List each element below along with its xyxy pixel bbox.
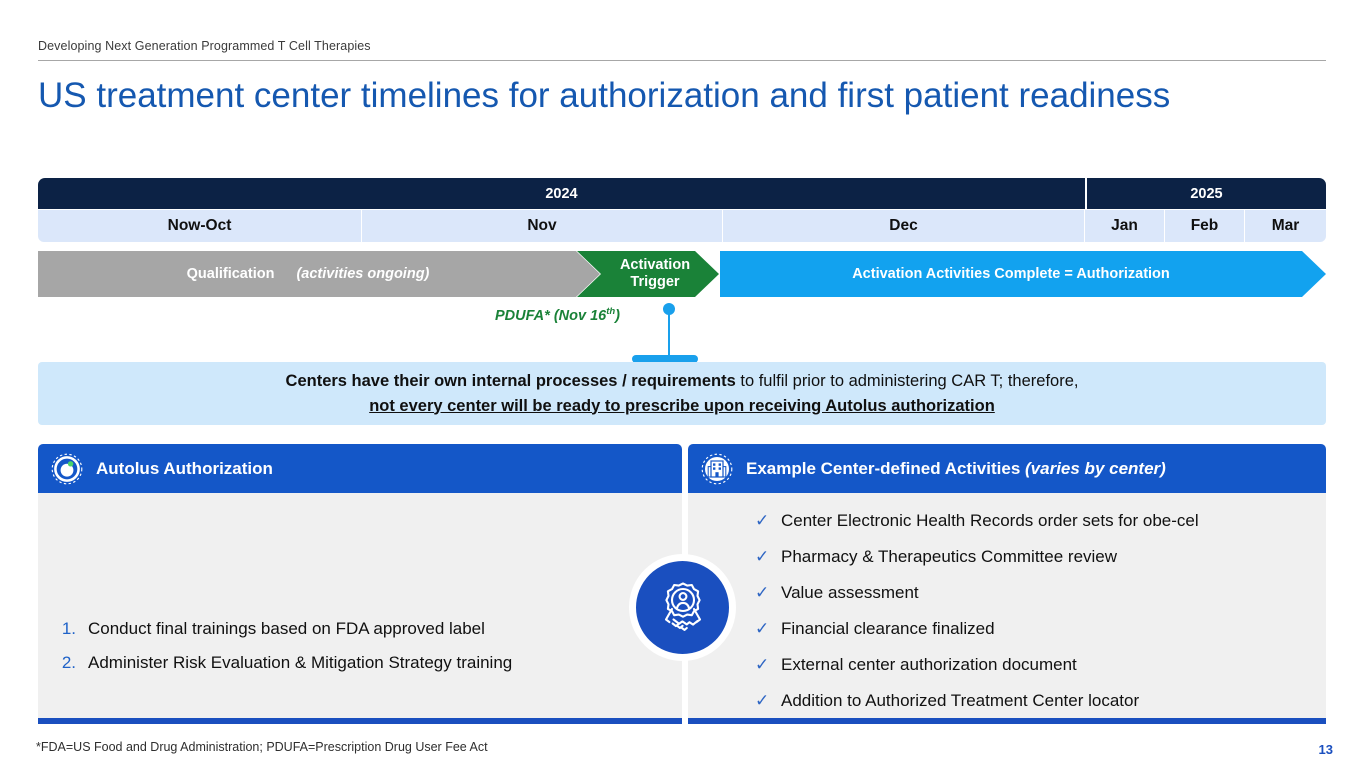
list-item-number: 1. bbox=[61, 619, 76, 638]
autolus-logo-icon bbox=[51, 453, 83, 484]
list-item-label: Administer Risk Evaluation & Mitigation … bbox=[88, 653, 513, 672]
check-icon: ✓ bbox=[755, 583, 770, 602]
handshake-gear-person-icon bbox=[629, 554, 736, 661]
timeline-month-nov: Nov bbox=[362, 210, 723, 242]
phase-trigger-line2: Trigger bbox=[630, 274, 680, 290]
callout-line-1: Centers have their own internal processe… bbox=[286, 369, 1079, 394]
footnote: *FDA=US Food and Drug Administration; PD… bbox=[36, 740, 488, 754]
phase-trigger-line1: Activation bbox=[619, 257, 691, 273]
list-item: ✓ Financial clearance finalized bbox=[755, 619, 1199, 655]
list-item-number: 2. bbox=[61, 653, 76, 672]
check-icon: ✓ bbox=[755, 619, 770, 638]
phase-qualification-sublabel: (activities ongoing) bbox=[296, 266, 430, 282]
list-item-label: Center Electronic Health Records order s… bbox=[781, 511, 1199, 530]
check-icon: ✓ bbox=[755, 511, 770, 530]
authorization-step-list: 1. Conduct final trainings based on FDA … bbox=[46, 619, 646, 687]
timeline-month-now-oct: Now-Oct bbox=[38, 210, 362, 242]
timeline-year-2025: 2025 bbox=[1087, 178, 1326, 209]
list-item: ✓ Addition to Authorized Treatment Cente… bbox=[755, 691, 1199, 727]
callout-line-1-bold: Centers have their own internal processe… bbox=[285, 371, 736, 390]
callout-box: Centers have their own internal processe… bbox=[38, 362, 1326, 425]
list-item: ✓ Pharmacy & Therapeutics Committee revi… bbox=[755, 547, 1199, 583]
list-item-label: Pharmacy & Therapeutics Committee review bbox=[781, 547, 1118, 566]
list-item-label: Value assessment bbox=[781, 583, 919, 602]
timeline-month-mar: Mar bbox=[1245, 210, 1326, 242]
phase-qualification-label: Qualification bbox=[186, 266, 275, 282]
phase-activation-complete-label: Activation Activities Complete = Authori… bbox=[852, 266, 1170, 282]
list-item: 1. Conduct final trainings based on FDA … bbox=[46, 619, 646, 639]
panel-right-header: Example Center-defined Activities (varie… bbox=[688, 444, 1326, 493]
check-icon: ✓ bbox=[755, 655, 770, 674]
check-icon: ✓ bbox=[755, 691, 770, 710]
list-item: ✓ Center Electronic Health Records order… bbox=[755, 511, 1199, 547]
pdufa-label-sup: th bbox=[606, 306, 616, 317]
panel-left-body: 1. Conduct final trainings based on FDA … bbox=[38, 493, 682, 724]
page-number: 13 bbox=[1318, 742, 1333, 757]
timeline-phase-row: Qualification (activities ongoing) Activ… bbox=[38, 251, 1326, 297]
handshake-gear-person-glyph bbox=[664, 581, 701, 631]
timeline-table: 2024 2025 Now-Oct Nov Dec Jan Feb Mar Qu… bbox=[38, 178, 1326, 297]
pdufa-milestone-label: PDUFA* (Nov 16th) bbox=[495, 306, 620, 324]
list-item-label: Addition to Authorized Treatment Center … bbox=[781, 691, 1140, 710]
callout-line-2: not every center will be ready to prescr… bbox=[369, 396, 995, 415]
timeline-year-2024: 2024 bbox=[38, 178, 1085, 209]
pdufa-label-end: ) bbox=[615, 307, 621, 324]
list-item-label: Conduct final trainings based on FDA app… bbox=[88, 619, 485, 638]
center-activities-list: ✓ Center Electronic Health Records order… bbox=[755, 511, 1199, 727]
pdufa-marker-dot-icon bbox=[663, 303, 675, 315]
timeline-month-row: Now-Oct Nov Dec Jan Feb Mar bbox=[38, 210, 1326, 242]
hospital-building-icon bbox=[701, 453, 733, 484]
phase-activation-complete: Activation Activities Complete = Authori… bbox=[720, 251, 1326, 297]
list-item: ✓ Value assessment bbox=[755, 583, 1199, 619]
phase-qualification: Qualification (activities ongoing) bbox=[38, 251, 600, 297]
panel-left-title: Autolus Authorization bbox=[96, 458, 273, 478]
panel-left-header: Autolus Authorization bbox=[38, 444, 682, 493]
timeline-month-dec: Dec bbox=[723, 210, 1085, 242]
panel-right-title-main: Example Center-defined Activities bbox=[746, 458, 1026, 478]
panel-right-title: Example Center-defined Activities (varie… bbox=[746, 459, 1166, 479]
panel-right-body: ✓ Center Electronic Health Records order… bbox=[688, 493, 1326, 724]
timeline-month-feb: Feb bbox=[1165, 210, 1245, 242]
timeline-year-row: 2024 2025 bbox=[38, 178, 1326, 209]
pdufa-label-main: PDUFA* (Nov 16 bbox=[495, 307, 607, 324]
header-divider bbox=[38, 60, 1326, 61]
callout-line-1-rest: to fulfil prior to administering CAR T; … bbox=[735, 371, 1079, 390]
list-item: 2. Administer Risk Evaluation & Mitigati… bbox=[46, 653, 646, 673]
list-item-label: Financial clearance finalized bbox=[781, 619, 995, 638]
timeline-month-jan: Jan bbox=[1085, 210, 1165, 242]
pdufa-marker-base bbox=[632, 355, 698, 363]
panel-autolus-authorization: Autolus Authorization 1. Conduct final t… bbox=[38, 444, 682, 724]
panel-center-defined-activities: Example Center-defined Activities (varie… bbox=[688, 444, 1326, 724]
check-icon: ✓ bbox=[755, 547, 770, 566]
list-item-label: External center authorization document bbox=[781, 655, 1077, 674]
page-title: US treatment center timelines for author… bbox=[38, 76, 1171, 115]
slide-eyebrow: Developing Next Generation Programmed T … bbox=[38, 39, 371, 53]
panel-right-title-italic: (varies by center) bbox=[1025, 458, 1166, 478]
pdufa-marker-stem bbox=[668, 314, 670, 358]
list-item: ✓ External center authorization document bbox=[755, 655, 1199, 691]
